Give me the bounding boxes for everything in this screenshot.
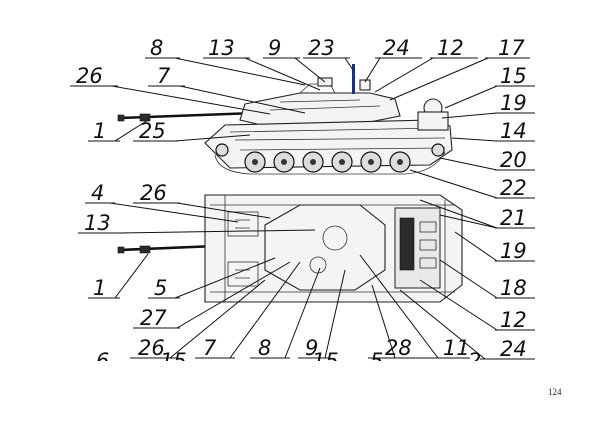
turret-top xyxy=(264,204,386,291)
callout-22-side: 22 xyxy=(500,176,527,200)
callout-15-side: 15 xyxy=(500,64,527,88)
callout-4-top: 4 xyxy=(91,181,104,205)
callout-17-side: 17 xyxy=(498,36,525,60)
callout-24-side: 24 xyxy=(383,36,410,60)
callout-7-side: 7 xyxy=(157,64,171,88)
callout-26-side: 26 xyxy=(76,64,103,88)
callout-13-top: 13 xyxy=(84,211,111,235)
callout-24-top: 24 xyxy=(500,337,527,361)
callout-26-bottom: 26 xyxy=(138,336,165,360)
callout-1-top: 1 xyxy=(93,276,106,300)
turret-side xyxy=(239,92,401,127)
page-number: 124 xyxy=(548,387,562,397)
callout-13-side: 13 xyxy=(208,36,235,60)
hull-side xyxy=(204,119,453,169)
callout-5-top: 5 xyxy=(154,276,167,300)
callout-11-bottom: 11 xyxy=(443,336,470,360)
callout-25-side: 25 xyxy=(139,119,166,143)
callout-23-side: 23 xyxy=(308,36,335,60)
top-view-callouts: 4 26 13 1 21 19 18 12 24 5 27 xyxy=(78,181,535,361)
callout-7-bottom: 7 xyxy=(203,336,217,360)
side-view-tank xyxy=(117,64,453,175)
callout-21-top: 21 xyxy=(500,206,527,230)
callout-9-bottom: 9 xyxy=(305,336,318,360)
callout-27-top: 27 xyxy=(140,306,167,330)
road-wheels xyxy=(215,143,445,173)
top-view-tank xyxy=(117,194,463,303)
side-view-callouts: 8 13 9 23 24 12 17 26 7 1 25 xyxy=(70,36,535,200)
callout-8-bottom: 8 xyxy=(258,336,271,360)
callout-12-side: 12 xyxy=(437,36,464,60)
callout-19-top: 19 xyxy=(500,239,527,263)
callout-26-top: 26 xyxy=(140,181,167,205)
callout-18-top: 18 xyxy=(500,276,527,300)
callout-9-side: 9 xyxy=(268,36,281,60)
cropped-callouts: 6 15 15 5 2 xyxy=(0,349,600,381)
callout-8-side: 8 xyxy=(150,36,163,60)
callout-12-top: 12 xyxy=(500,308,527,332)
callout-1-side: 1 xyxy=(93,119,106,143)
callout-19-side: 19 xyxy=(500,91,527,115)
callout-14-side: 14 xyxy=(500,119,527,143)
callout-20-side: 20 xyxy=(500,148,527,172)
